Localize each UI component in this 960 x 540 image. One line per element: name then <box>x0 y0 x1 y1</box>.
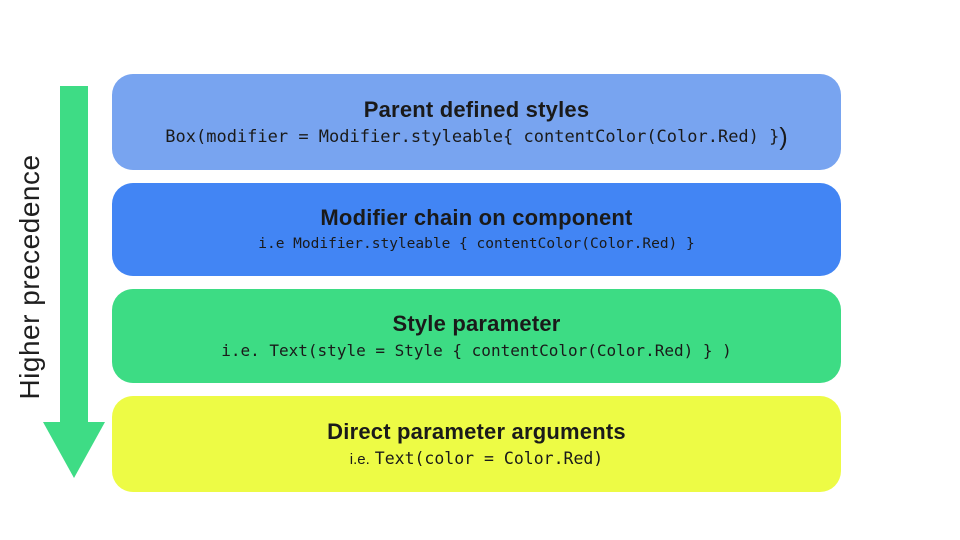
code-suffix: ) <box>779 122 788 151</box>
code-text: i.e Modifier.styleable { contentColor(Co… <box>258 236 695 253</box>
box-parent-defined-styles: Parent defined styles Box(modifier = Mod… <box>112 74 841 170</box>
code-prefix: i.e. <box>349 451 370 469</box>
box-code: i.e.Text(color = Color.Red) <box>350 449 604 469</box>
box-style-parameter: Style parameter i.e. Text(style = Style … <box>112 289 841 383</box>
box-title: Style parameter <box>392 310 561 336</box>
precedence-arrow-shaft <box>60 86 88 423</box>
box-title: Direct parameter arguments <box>327 418 626 444</box>
higher-precedence-label: Higher precedence <box>14 154 45 400</box>
code-text: i.e. Text(style = Style { contentColor(C… <box>221 341 732 361</box>
box-title: Modifier chain on component <box>320 205 633 231</box>
box-modifier-chain: Modifier chain on component i.e Modifier… <box>112 183 841 276</box>
code-text: Text(color = Color.Red) <box>374 449 604 469</box>
code-text: Box(modifier = Modifier.styleable{ conte… <box>165 126 780 147</box>
box-code: i.e Modifier.styleable { contentColor(Co… <box>258 235 695 253</box>
arrow-down-icon <box>43 422 105 478</box>
box-title: Parent defined styles <box>363 96 590 122</box>
box-direct-parameter-arguments: Direct parameter arguments i.e.Text(colo… <box>112 396 841 492</box>
box-code: i.e. Text(style = Style { contentColor(C… <box>221 341 732 361</box>
precedence-boxes: Parent defined styles Box(modifier = Mod… <box>112 74 841 492</box>
box-code: Box(modifier = Modifier.styleable{ conte… <box>165 124 787 149</box>
